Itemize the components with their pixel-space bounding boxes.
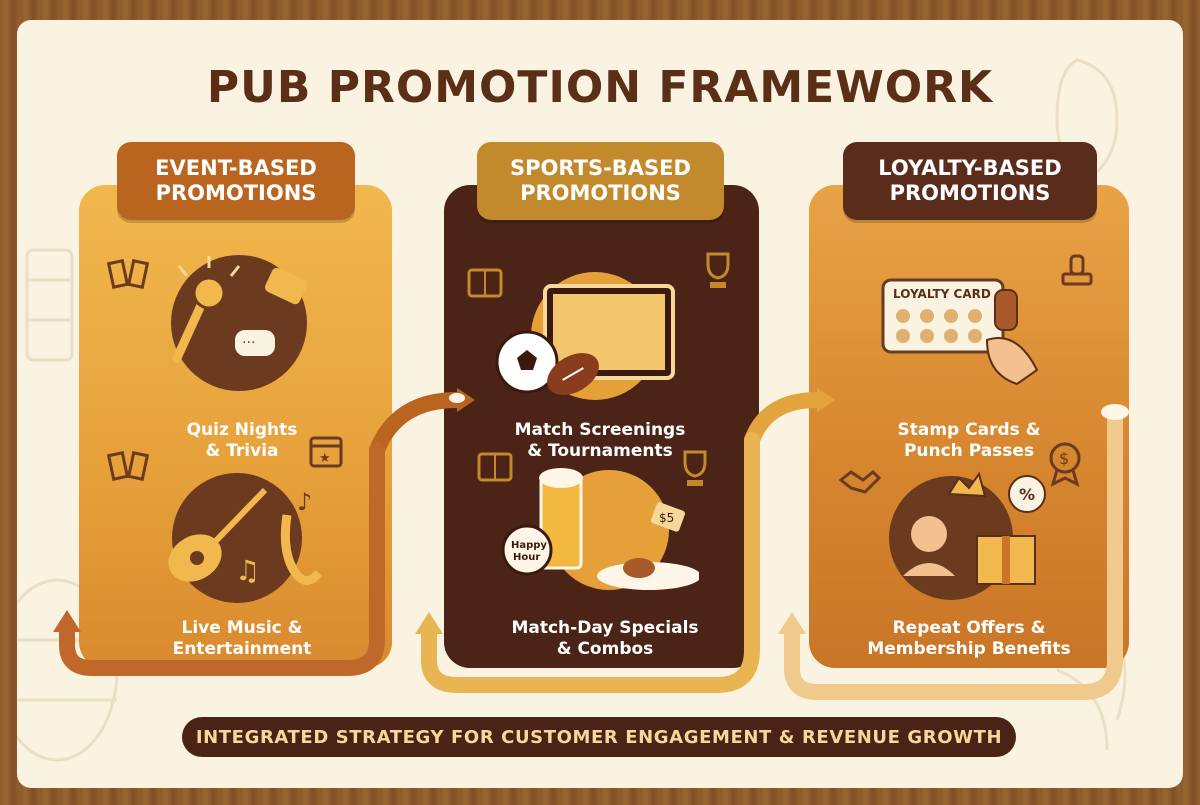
dollar-badge-icon: $ [1049, 442, 1081, 487]
calendar-icon: ★ [309, 436, 343, 468]
tap-icon [25, 248, 74, 362]
stamp-icon [1061, 254, 1093, 286]
loyalty-heading: LOYALTY-BASED PROMOTIONS [843, 142, 1097, 220]
scoreboard-icon-2 [477, 452, 513, 482]
guitar-saxophone-icon: ♫ ♪ [168, 473, 323, 603]
footer-text: INTEGRATED STRATEGY FOR CUSTOMER ENGAGEM… [195, 726, 1003, 748]
handshake-icon [838, 469, 882, 494]
trophy-icon [706, 252, 730, 288]
sports-heading-text: SPORTS-BASED PROMOTIONS [510, 156, 691, 205]
scoreboard-icon [467, 268, 503, 298]
page-title: PUB PROMOTION FRAMEWORK [206, 62, 994, 113]
flow-arrow-return-1 [59, 442, 385, 676]
flow-arrow-return-3 [784, 407, 1123, 700]
percent-text: % [1019, 485, 1035, 504]
member-gift-icon: % [889, 471, 1046, 600]
footer-banner: INTEGRATED STRATEGY FOR CUSTOMER ENGAGEM… [182, 717, 1016, 757]
loyalty-heading-text: LOYALTY-BASED PROMOTIONS [878, 156, 1062, 205]
match-day-label: Match-Day Specials & Combos [511, 618, 699, 659]
infographic-board: PUB PROMOTION FRAMEWORK EVENT-BASED PROM… [17, 20, 1183, 788]
svg-text:♫: ♫ [235, 554, 260, 587]
beer-foam-icon [1101, 404, 1129, 420]
loyalty-card-text: LOYALTY CARD [893, 287, 991, 301]
svg-text:★: ★ [319, 451, 331, 466]
beer-cheers-icon [106, 259, 150, 289]
flow-arrow-up-1 [369, 392, 465, 458]
live-music-label: Live Music & Entertainment [172, 618, 312, 659]
event-heading: EVENT-BASED PROMOTIONS [117, 142, 355, 220]
svg-text:$: $ [1059, 449, 1069, 468]
microphone-spotlight-icon: ··· [171, 255, 308, 391]
event-heading-text: EVENT-BASED PROMOTIONS [155, 156, 317, 205]
flow-arrows [53, 388, 1129, 700]
sports-heading: SPORTS-BASED PROMOTIONS [477, 142, 724, 220]
quiz-nights-label: Quiz Nights & Trivia [186, 420, 298, 461]
svg-text:Hour: Hour [513, 552, 540, 563]
svg-text:♪: ♪ [297, 488, 312, 516]
match-screenings-label: Match Screenings & Tournaments [514, 420, 686, 461]
beer-food-icon: Happy Hour $5 [501, 468, 699, 590]
beer-cheers-icon-2 [106, 451, 150, 481]
loyalty-card-icon: LOYALTY CARD [881, 278, 1039, 386]
price-tag-text: $5 [659, 511, 674, 525]
flow-arrow-up-2 [744, 392, 825, 448]
stamp-cards-label: Stamp Cards & Punch Passes [897, 420, 1041, 461]
svg-text:···: ··· [242, 335, 255, 351]
tv-football-icon [495, 272, 675, 400]
flow-arrow-return-2 [421, 432, 760, 693]
repeat-offers-label: Repeat Offers & Membership Benefits [867, 618, 1071, 659]
happy-hour-text: Happy [511, 540, 547, 551]
trophy-icon-2 [683, 450, 707, 486]
